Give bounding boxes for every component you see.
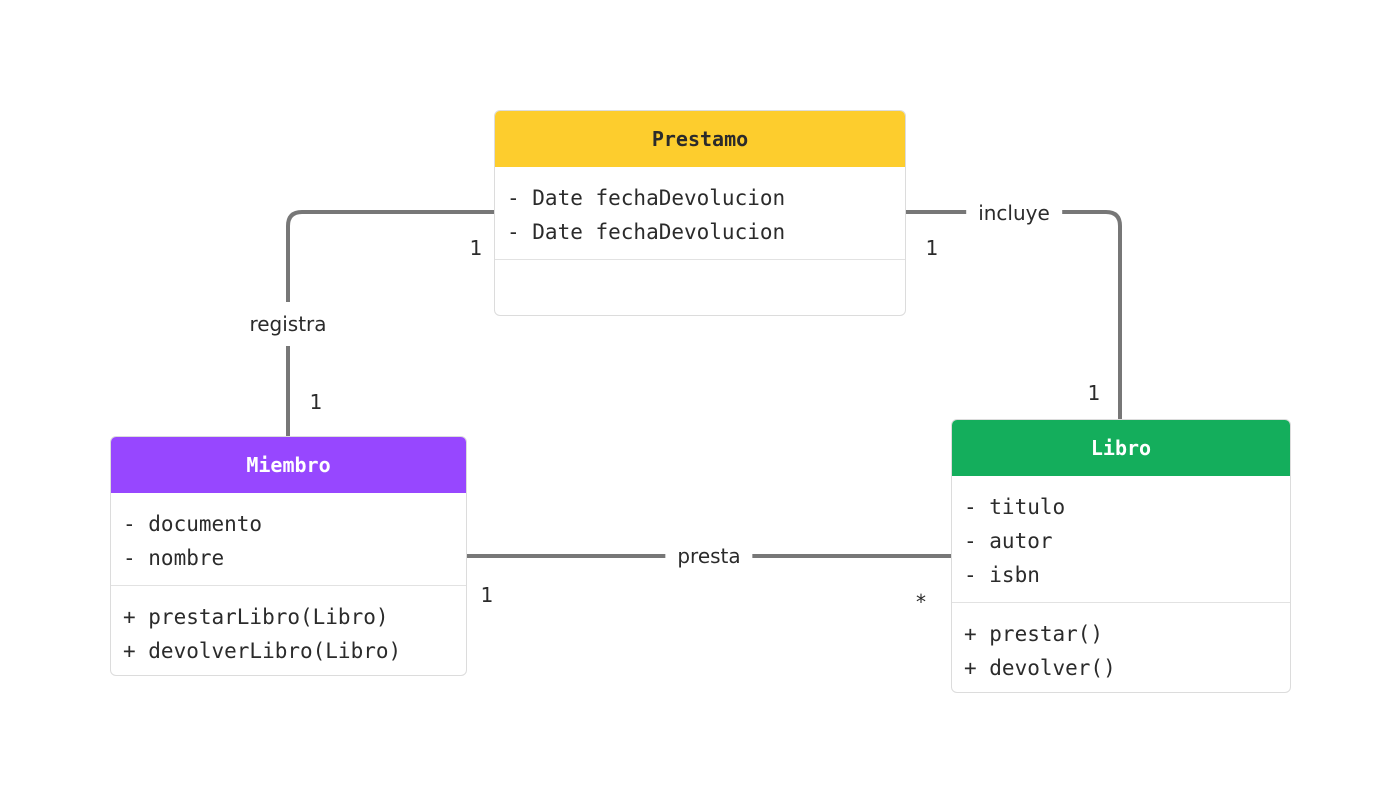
attribute: - documento xyxy=(123,512,263,536)
incluye-connector xyxy=(905,210,1122,419)
attribute: - isbn xyxy=(964,563,1040,587)
class-name: Libro xyxy=(952,420,1290,476)
methods: + prestarLibro(Libro) + devolverLibro(Li… xyxy=(111,585,466,675)
incluye-from-multiplicity: 1 xyxy=(925,236,939,260)
registra-from-multiplicity: 1 xyxy=(469,236,483,260)
registra-connector xyxy=(286,210,495,436)
class-prestamo[interactable]: Prestamo - Date fechaDevolucion - Date f… xyxy=(494,110,906,316)
methods xyxy=(495,259,905,284)
registra-label: registra xyxy=(245,302,331,346)
method: + prestarLibro(Libro) xyxy=(123,605,389,629)
attributes: - titulo - autor - isbn xyxy=(952,476,1290,602)
incluye-label: incluye xyxy=(966,201,1062,225)
registra-to-multiplicity: 1 xyxy=(309,390,323,414)
attributes: - documento - nombre xyxy=(111,493,466,585)
methods: + prestar() + devolver() xyxy=(952,602,1290,692)
attribute: - titulo xyxy=(964,495,1066,519)
class-name: Miembro xyxy=(111,437,466,493)
class-libro[interactable]: Libro - titulo - autor - isbn + prestar(… xyxy=(951,419,1291,693)
presta-from-multiplicity: 1 xyxy=(480,583,494,607)
attributes: - Date fechaDevolucion - Date fechaDevol… xyxy=(495,167,905,259)
class-name: Prestamo xyxy=(495,111,905,167)
presta-label: presta xyxy=(665,544,753,568)
presta-to-multiplicity: * xyxy=(916,590,926,614)
class-miembro[interactable]: Miembro - documento - nombre + prestarLi… xyxy=(110,436,467,676)
attribute: - nombre xyxy=(123,546,225,570)
attribute: - autor xyxy=(964,529,1053,553)
incluye-to-multiplicity: 1 xyxy=(1087,381,1101,405)
attribute: - Date fechaDevolucion xyxy=(507,186,786,210)
method: + devolverLibro(Libro) xyxy=(123,639,402,663)
attribute: - Date fechaDevolucion xyxy=(507,220,786,244)
method: + prestar() xyxy=(964,622,1104,646)
method: + devolver() xyxy=(964,656,1116,680)
